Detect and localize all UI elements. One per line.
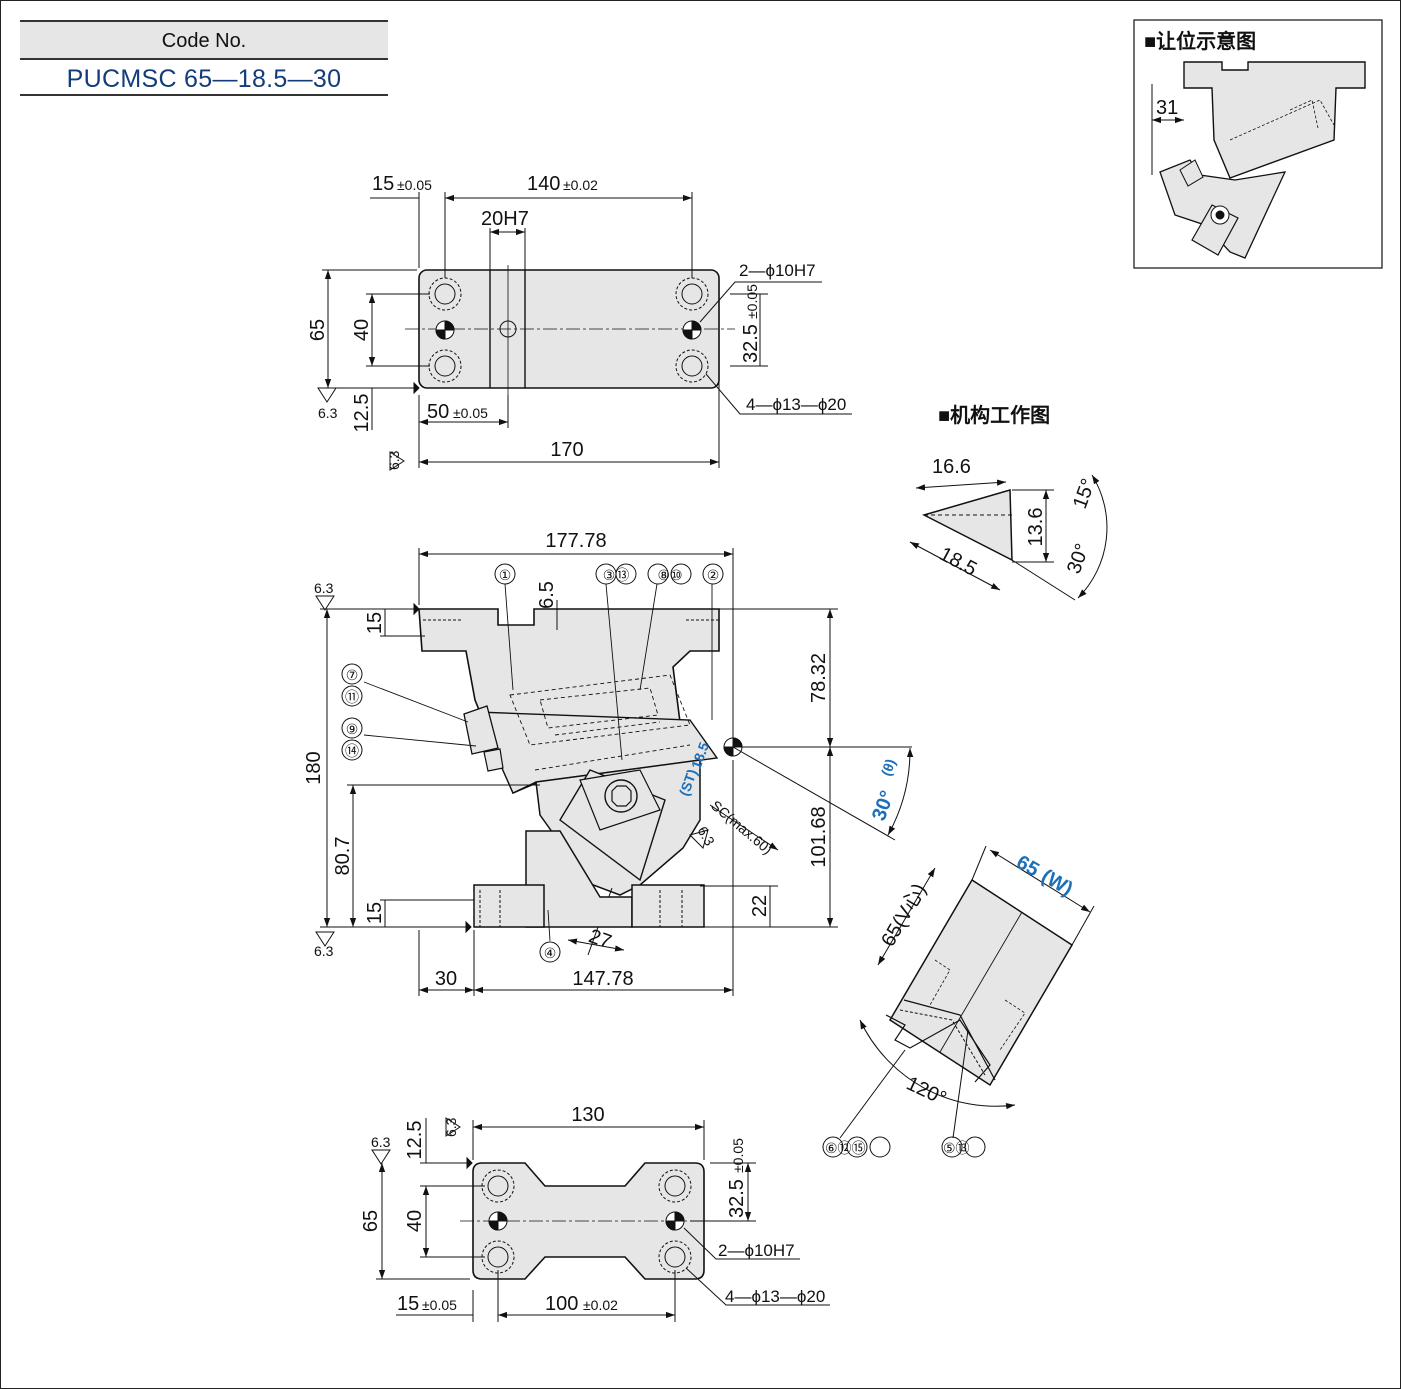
dim-15-top: 15 [364,612,386,634]
dim-15: 15 [397,1293,419,1315]
dim-177-78: 177.78 [545,530,606,552]
pin-hole-icon [435,320,702,340]
dim-22: 22 [749,895,771,917]
v-width: 65 [1013,851,1043,881]
top-view-labels: 15 ±0.05 140 ±0.02 20H7 65 40 12.5 50 ±0… [307,173,846,470]
mechanism-labels: ■机构工作图 16.6 13.6 18.5 15° 30° [932,403,1100,581]
dim-147-78: 147.78 [572,968,633,990]
callout-pin-hole: 2—ϕ10H7 [739,261,816,280]
dim-65: 65 [307,319,329,341]
upper-slider-block [418,608,720,795]
surface-bottom: 6.3 [314,943,334,959]
mechanism-title: ■机构工作图 [938,403,1050,427]
surface-roughness-2: 6.3 [386,450,402,470]
bottom-view-labels: 130 12.5 65 40 32.5 ±0.05 15 ±0.05 100 ±… [360,1104,825,1315]
surface-roughness-1: 6.3 [371,1134,391,1150]
dim-32-5: 32.5 [726,1179,748,1218]
dim-18-5: 18.5 [936,543,981,581]
part-2: ② [707,567,720,583]
surface-roughness-2: 6.3 [443,1117,459,1137]
pin-hole-icon [488,1211,685,1231]
dim-40: 40 [404,1210,426,1232]
part-14: ⑭ [345,743,359,759]
v-block-part-circles [822,1136,986,1158]
dim-16-6: 16.6 [932,456,971,478]
clearance-title: ■让位示意图 [1144,29,1256,53]
part-9: ⑨ [346,721,359,737]
dim-40: 40 [351,319,373,341]
dim-101-68: 101.68 [808,806,830,867]
dim-30: 30 [435,968,457,990]
code-no-value: PUCMSC 65—18.5—30 [20,60,388,96]
part-3-13: ③⑬ [603,567,630,583]
callout-mount-holes: 4—ϕ13—ϕ20 [746,395,846,414]
callout-mount-holes: 4—ϕ13—ϕ20 [725,1287,825,1306]
dim-78-32: 78.32 [808,653,830,703]
dim-65: 65 [360,1210,382,1232]
tol-140: ±0.02 [563,177,598,193]
v-center-dim: 65(V心) [877,880,931,951]
dim-15-bottom: 15 [364,902,386,924]
part-8-10: ⑧⑩ [657,567,682,583]
parts-5-13: ⑤⑬ [943,1140,970,1156]
surface-slide: 6.3 [694,824,718,849]
dim-180: 180 [303,751,325,784]
tol-15: ±0.05 [397,177,432,193]
mechanism-triangle [921,489,1013,562]
dim-100: 100 [545,1293,578,1315]
part-4: ④ [544,945,557,961]
hex-bolt-icon [611,785,632,807]
clearance-diagram [1133,19,1383,269]
tol-32-5: ±0.05 [744,284,760,319]
dim-31: 31 [1156,97,1178,119]
part-11: ⑪ [345,689,359,705]
dim-20h7: 20H7 [481,208,529,230]
front-view [315,548,914,996]
part-1: ① [499,567,512,583]
dim-50: 50 [427,401,449,423]
v-angle-120: 120° [903,1073,950,1110]
callout-pin-hole: 2—ϕ10H7 [718,1241,795,1260]
dim-6-5: 6.5 [536,581,558,609]
dim-130: 130 [571,1104,604,1126]
dim-32-5: 32.5 [740,324,762,363]
tol-50: ±0.05 [453,405,488,421]
sc-label: SC(max.60) [708,797,775,857]
mechanism-diagram [909,474,1108,601]
tol-15: ±0.05 [422,1297,457,1313]
dim-15: 15 [372,173,394,195]
dim-12-5: 12.5 [404,1121,426,1160]
angle-theta: (θ) [878,757,899,778]
bottom-view [371,1117,830,1322]
front-view-part-numbers [341,563,724,963]
v-block-diagram [839,845,1095,1139]
dim-170: 170 [550,439,583,461]
parts-6-12-15: ⑥⑫⑮ [825,1140,866,1156]
dim-12-5: 12.5 [351,394,373,433]
angle-30: 30° [868,788,899,824]
angle-30: 30° [1063,541,1094,577]
surface-top: 6.3 [314,580,334,596]
surface-roughness-1: 6.3 [318,405,338,421]
tol-100: ±0.02 [583,1297,618,1313]
screw-block [463,705,499,755]
code-no-header: Code No. [20,20,388,60]
dim-80-7: 80.7 [332,837,354,876]
part-7: ⑦ [346,667,359,683]
dim-140: 140 [527,173,560,195]
code-number-box: Code No. PUCMSC 65—18.5—30 [20,20,388,96]
v-width-label: (W) [1038,865,1077,900]
dim-13-6: 13.6 [1025,508,1047,547]
tol-32-5: ±0.05 [730,1138,746,1173]
top-view [317,192,852,471]
clearance-labels: ■让位示意图 31 [1144,29,1256,119]
